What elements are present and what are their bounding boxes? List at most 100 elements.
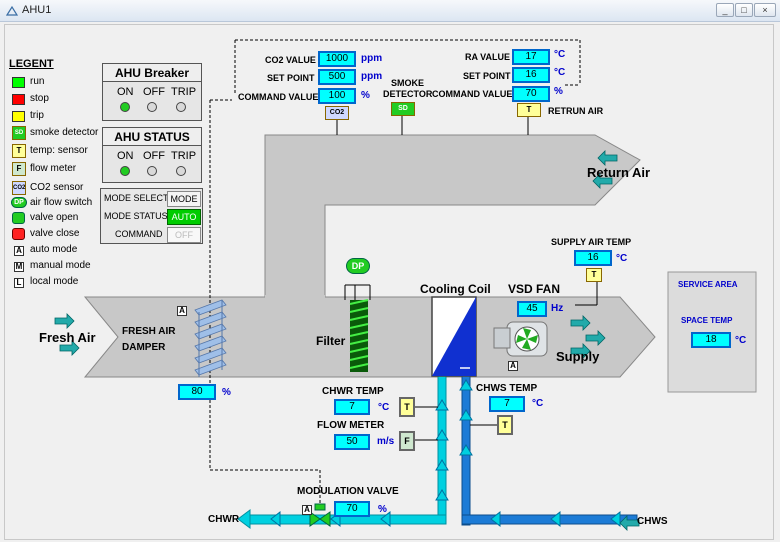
ahu-status-panel: AHU STATUS ON OFF TRIP (102, 127, 202, 183)
temp-sensor-icon: T (12, 144, 26, 158)
flow-meter-value: 50 (334, 434, 370, 450)
chws-temp-value: 7 (489, 396, 525, 412)
space-temp-value: 18 (691, 332, 731, 348)
chws-pipe-label: CHWS (637, 516, 668, 527)
co2-command-unit: % (361, 90, 370, 101)
co2-command-value: 100 (318, 88, 356, 104)
space-temp-unit: °C (735, 335, 747, 346)
co2-sensor-icon: CO2 (12, 181, 26, 195)
supply-air-temp-unit: °C (616, 253, 628, 264)
co2-value-label: CO2 VALUE (265, 55, 316, 65)
space-temp-label: SPACE TEMP (681, 316, 733, 325)
mode-panel: MODE SELECT MODE MODE STATUS AUTO COMMAN… (100, 188, 203, 244)
close-button[interactable]: × (754, 3, 776, 17)
smoke-label-1: SMOKE (391, 78, 425, 88)
ahu-status-title: AHU STATUS (103, 128, 201, 146)
app-icon (6, 5, 18, 16)
supply-air-temp-label: SUPPLY AIR TEMP (551, 237, 632, 247)
valve-unit: % (378, 504, 387, 515)
legend-local-mode: local mode (30, 276, 79, 287)
legend-air-flow-switch: air flow switch (30, 197, 93, 208)
mode-status-value: AUTO (167, 209, 201, 225)
return-air-temp-sensor[interactable]: T (517, 103, 541, 117)
manual-mode-icon: M (14, 262, 24, 272)
co2-sensor[interactable]: CO2 (325, 106, 349, 120)
fan-speed-value[interactable]: 45 (517, 301, 547, 317)
minimize-button[interactable]: _ (716, 3, 734, 17)
supply-duct (83, 296, 656, 378)
status-on-label: ON (117, 150, 134, 162)
breaker-on-indicator (120, 102, 130, 112)
valve-close-icon (12, 228, 25, 240)
fresh-air-damper-graphic (194, 299, 227, 377)
mode-select-button[interactable]: MODE (167, 191, 201, 207)
chwr-temp-sensor[interactable]: T (399, 397, 415, 417)
local-mode-icon: L (14, 278, 24, 288)
co2-setpoint-input[interactable]: 500 (318, 69, 356, 85)
legend-co2-sensor: CO2 sensor (30, 182, 84, 193)
chwr-temp-unit: °C (378, 402, 390, 413)
chws-temp-sensor[interactable]: T (497, 415, 513, 435)
ra-setpoint-input[interactable]: 16 (512, 67, 550, 83)
filter-label: Filter (316, 334, 346, 348)
air-flow-switch-icon: DP (11, 197, 27, 208)
chws-temp-unit: °C (532, 398, 544, 409)
breaker-off-label: OFF (143, 86, 165, 98)
valve-open-icon (12, 212, 25, 224)
legend-valve-close: valve close (30, 228, 80, 239)
valve-value[interactable]: 70 (334, 501, 370, 517)
chwr-temp-value: 7 (334, 399, 370, 415)
cooling-coil (431, 296, 477, 377)
breaker-trip-indicator (176, 102, 186, 112)
return-air-label: Return Air (587, 165, 651, 180)
breaker-off-indicator (147, 102, 157, 112)
damper-label-1: FRESH AIR (122, 326, 176, 337)
title-bar: AHU1 _ □ × (0, 0, 780, 22)
flow-meter-sensor[interactable]: F (399, 431, 415, 451)
fresh-air-label: Fresh Air (39, 330, 96, 345)
command-label: COMMAND (115, 229, 163, 239)
mode-select-label: MODE SELECT (104, 193, 169, 203)
chws-temp-label: CHWS TEMP (476, 383, 538, 394)
legend-flow-meter: flow meter (30, 163, 77, 174)
service-area-title: SERVICE AREA (678, 280, 738, 289)
ra-command-value: 70 (512, 86, 550, 102)
flow-meter-label: FLOW METER (317, 420, 385, 431)
status-trip-indicator (176, 166, 186, 176)
legend-smoke-detector: smoke detector (30, 127, 99, 138)
supply-air-temp-value: 16 (574, 250, 612, 266)
fan-graphic (493, 321, 548, 357)
window-title: AHU1 (22, 4, 52, 16)
supply-air-temp-sensor[interactable]: T (586, 268, 602, 282)
ra-value: 17 (512, 49, 550, 65)
supply-air-arrows (570, 315, 606, 359)
auto-mode-icon: A (14, 246, 24, 256)
damper-mode-badge: A (177, 306, 187, 316)
legend-stop: stop (30, 93, 49, 104)
modulation-valve[interactable] (313, 511, 329, 527)
return-air-arrows (592, 150, 618, 189)
legend-stop-swatch (12, 94, 25, 105)
legend-trip-swatch (12, 111, 25, 122)
flow-meter-icon: F (12, 162, 26, 176)
co2-value: 1000 (318, 51, 356, 67)
legend-run: run (30, 76, 45, 87)
legend-auto-mode: auto mode (30, 244, 78, 255)
command-button[interactable]: OFF (167, 227, 201, 243)
maximize-button[interactable]: □ (735, 3, 753, 17)
modulation-valve-label: MODULATION VALVE (297, 486, 399, 497)
ra-setpoint-label: SET POINT (463, 71, 511, 81)
chwr-pipe-label: CHWR (208, 514, 240, 525)
ra-value-unit: °C (554, 49, 566, 60)
modulation-valve-graphic (309, 503, 331, 527)
air-flow-switch[interactable]: DP (346, 258, 370, 274)
damper-unit: % (222, 387, 231, 398)
smoke-detector[interactable]: SD (391, 102, 415, 116)
co2-setpoint-label: SET POINT (267, 73, 315, 83)
co2-value-unit: ppm (361, 53, 383, 64)
ra-value-label: RA VALUE (465, 52, 510, 62)
fan-mode-badge: A (508, 361, 518, 371)
ra-setpoint-unit: °C (554, 67, 566, 78)
damper-value[interactable]: 80 (178, 384, 216, 400)
cooling-coil-label: Cooling Coil (420, 282, 491, 296)
